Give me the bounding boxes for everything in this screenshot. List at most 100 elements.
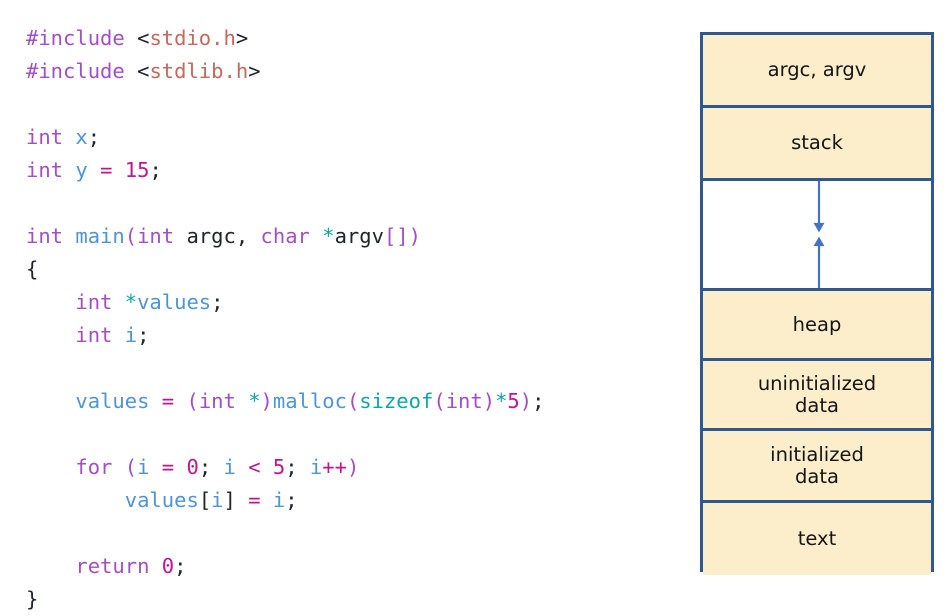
code-token: 5	[507, 389, 520, 413]
code-token: int	[445, 389, 483, 413]
memory-segment-label: stack	[791, 131, 843, 155]
code-token: ;	[532, 389, 545, 413]
code-line	[26, 187, 666, 220]
code-token: ;	[285, 488, 298, 512]
code-line: int x;	[26, 121, 666, 154]
heap-growth-arrowhead	[813, 236, 825, 247]
stack-growth-arrowhead	[813, 222, 825, 233]
code-line: int y = 15;	[26, 154, 666, 187]
code-token: ,	[235, 224, 261, 248]
code-token: i	[211, 488, 224, 512]
code-token	[88, 158, 100, 182]
code-token: int	[137, 224, 175, 248]
code-token: (	[433, 389, 446, 413]
code-token: int	[26, 125, 64, 149]
code-line: values = (int *)malloc(sizeof(int)*5);	[26, 385, 666, 418]
code-token	[236, 488, 248, 512]
code-token	[149, 455, 161, 479]
memory-segment-gap	[703, 181, 931, 291]
code-line	[26, 418, 666, 451]
code-token	[26, 488, 125, 512]
code-token: int	[26, 224, 64, 248]
code-token: ;	[174, 554, 187, 578]
code-token: )	[408, 224, 421, 248]
code-token: sizeof	[359, 389, 434, 413]
memory-segment-label: text	[797, 527, 837, 551]
code-token: int	[198, 389, 236, 413]
code-line: }	[26, 583, 666, 616]
code-line	[26, 352, 666, 385]
code-token	[63, 125, 75, 149]
code-token: #include	[26, 59, 138, 83]
code-token: ;	[149, 158, 162, 182]
code-token: )	[482, 389, 496, 413]
code-token: stdio.h	[149, 26, 236, 50]
code-token	[174, 389, 186, 413]
code-token	[149, 389, 161, 413]
code-line: #include <stdlib.h>	[26, 55, 666, 88]
code-token: y	[75, 158, 88, 182]
code-token: )	[260, 389, 273, 413]
code-token: >	[235, 26, 249, 50]
code-token	[236, 455, 248, 479]
code-token: int	[26, 158, 64, 182]
code-token: <	[248, 455, 261, 479]
code-token: ]	[223, 488, 236, 512]
code-token	[261, 488, 273, 512]
code-token: #include	[26, 26, 138, 50]
code-token: =	[161, 389, 175, 413]
code-token: ++	[322, 455, 347, 479]
code-token: 5	[272, 455, 286, 479]
code-token	[26, 389, 75, 413]
code-line: {	[26, 253, 666, 286]
memory-segment-argc-argv: argc, argv	[703, 35, 931, 108]
code-token	[63, 158, 75, 182]
code-line: for (i = 0; i < 5; i++)	[26, 451, 666, 484]
code-token	[310, 224, 322, 248]
code-token: [	[198, 488, 212, 512]
code-token: (	[186, 389, 199, 413]
memory-segment-label: heap	[792, 312, 842, 336]
code-token: x	[75, 125, 88, 149]
code-line	[26, 88, 666, 121]
code-line: values[i] = i;	[26, 484, 666, 517]
code-token: int	[75, 323, 113, 347]
code-token: *	[124, 290, 138, 314]
code-listing: #include <stdio.h>#include <stdlib.h> in…	[26, 22, 666, 611]
code-token	[112, 158, 124, 182]
code-token: ;	[198, 455, 224, 479]
code-token: =	[100, 158, 113, 182]
memory-segment-text: text	[703, 503, 931, 575]
memory-segment-label: argc, argv	[767, 58, 867, 82]
code-token	[112, 323, 124, 347]
code-token: return	[75, 554, 150, 578]
code-token: =	[161, 455, 175, 479]
code-token	[26, 554, 75, 578]
code-token: }	[26, 587, 39, 611]
code-token: ;	[137, 323, 150, 347]
code-token: char	[260, 224, 310, 248]
code-token: malloc	[272, 389, 347, 413]
code-token: <	[137, 26, 150, 50]
code-token	[26, 455, 75, 479]
code-token: ;	[285, 455, 310, 479]
code-token: 15	[124, 158, 150, 182]
code-line: return 0;	[26, 550, 666, 583]
growth-direction-arrows	[703, 181, 931, 288]
code-line: int *values;	[26, 286, 666, 319]
memory-segment-heap: heap	[703, 291, 931, 361]
code-token: (	[124, 455, 138, 479]
code-token: 0	[186, 455, 199, 479]
code-token: *	[248, 389, 261, 413]
code-token	[261, 455, 273, 479]
code-token: =	[248, 488, 261, 512]
code-token: argc	[186, 224, 236, 248]
code-token: for	[75, 455, 113, 479]
code-token: i	[309, 455, 323, 479]
code-token: ;	[211, 290, 224, 314]
